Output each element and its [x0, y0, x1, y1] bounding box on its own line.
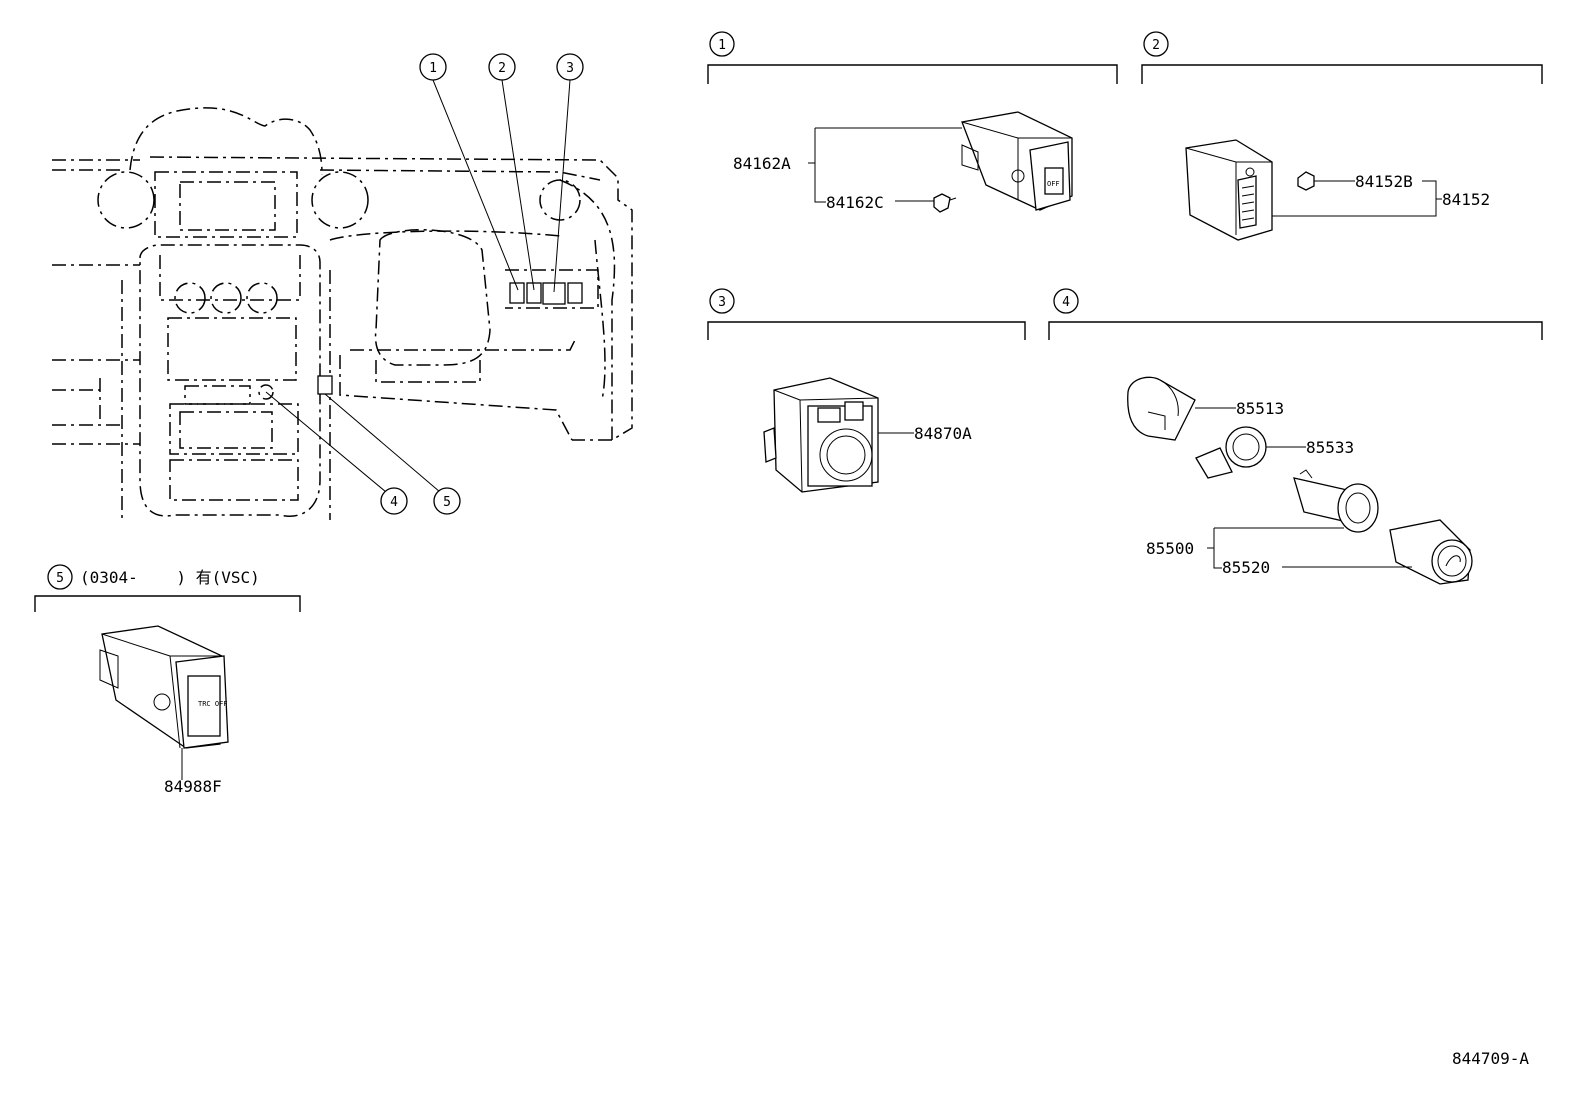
callout-leaders — [265, 79, 571, 493]
svg-text:5: 5 — [56, 571, 64, 586]
section-3: 3 84870A — [707, 288, 1026, 493]
svg-text:1: 1 — [718, 38, 726, 53]
socket-85500 — [1293, 469, 1379, 533]
dashboard-overview — [52, 107, 633, 520]
label-84870a: 84870A — [914, 424, 972, 443]
section-1: 1 OFF 84162A 84162C — [707, 31, 1118, 213]
callout-2: 2 — [488, 53, 516, 81]
diagram-code: 844709-A — [1452, 1049, 1529, 1068]
svg-text:2: 2 — [1152, 38, 1160, 53]
svg-text:3: 3 — [566, 61, 574, 76]
svg-text:3: 3 — [718, 295, 726, 310]
label-84152b: 84152B — [1355, 172, 1413, 191]
lighter-85520 — [1389, 519, 1473, 585]
bracket-85533 — [1195, 426, 1267, 479]
label-85500: 85500 — [1146, 539, 1194, 558]
section-5-note: (0304- ) 有(VSC) — [80, 568, 260, 587]
svg-text:4: 4 — [390, 495, 398, 510]
svg-text:4: 4 — [1062, 295, 1070, 310]
svg-text:5: 5 — [443, 495, 451, 510]
label-84162c: 84162C — [826, 193, 884, 212]
callout-4: 4 — [380, 487, 408, 515]
label-84152: 84152 — [1442, 190, 1490, 209]
label-85520: 85520 — [1222, 558, 1270, 577]
trc-off-switch-84988f: TRC OFF — [99, 625, 229, 749]
screw-84152b — [1297, 171, 1326, 191]
section-4: 4 85513 8 — [1048, 288, 1543, 585]
label-85513: 85513 — [1236, 399, 1284, 418]
callout-1: 1 — [419, 53, 447, 81]
svg-text:2: 2 — [498, 61, 506, 76]
clip-84162c — [933, 193, 957, 213]
section-2: 2 84152B 84152 — [1141, 31, 1543, 241]
callout-5: 5 — [433, 487, 461, 515]
svg-text:1: 1 — [429, 61, 437, 76]
callout-3: 3 — [556, 53, 584, 81]
section-5: 5 (0304- ) 有(VSC) TRC OFF 84988F — [34, 564, 301, 796]
label-85533: 85533 — [1306, 438, 1354, 457]
retainer-85513 — [1127, 376, 1196, 441]
switch-84162a: OFF — [961, 111, 1073, 211]
mirror-switch-84870a — [763, 377, 879, 493]
label-84988f: 84988F — [164, 777, 222, 796]
label-84162a: 84162A — [733, 154, 791, 173]
svg-text:OFF: OFF — [1047, 180, 1060, 188]
svg-text:TRC OFF: TRC OFF — [198, 700, 228, 708]
switch-84152 — [1185, 139, 1273, 241]
